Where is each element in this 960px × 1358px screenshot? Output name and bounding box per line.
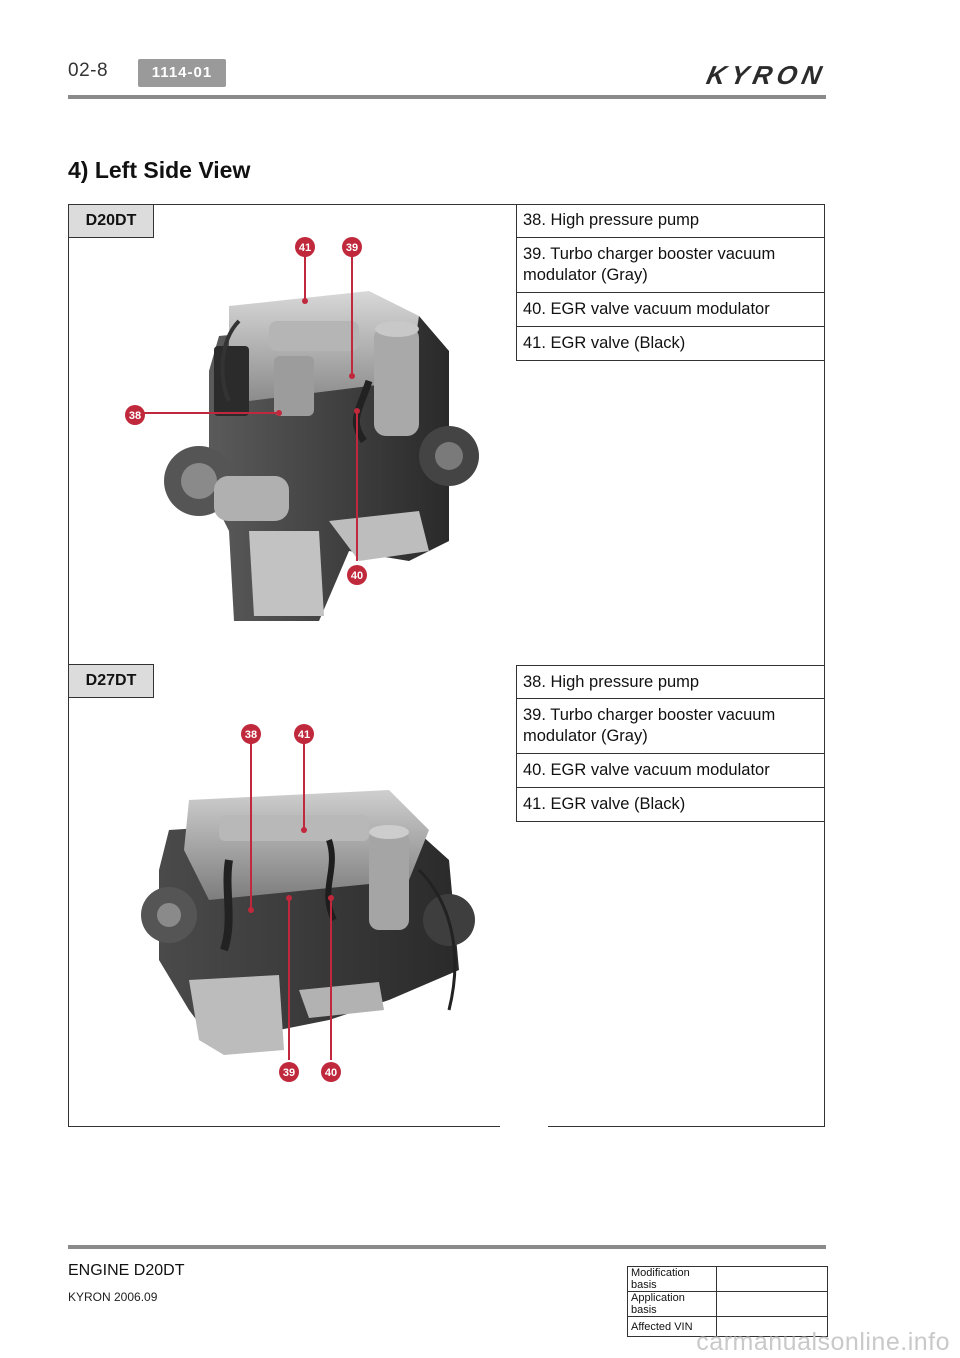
part-item: 41. EGR valve (Black) — [516, 788, 825, 822]
table-value — [716, 1266, 828, 1292]
footer-divider — [68, 1245, 826, 1249]
footer-subtitle: KYRON 2006.09 — [68, 1290, 158, 1304]
engine-label: D27DT — [69, 663, 154, 698]
brand-logo: KYRON — [704, 60, 830, 90]
table-key: Application basis — [627, 1291, 717, 1317]
footer-title: ENGINE D20DT — [68, 1262, 185, 1279]
part-item: 40. EGR valve vacuum modulator — [516, 754, 825, 788]
table-value — [716, 1291, 828, 1317]
callout-40: 40 — [321, 1062, 341, 1082]
part-item: 38. High pressure pump — [516, 204, 825, 238]
part-item: 40. EGR valve vacuum modulator — [516, 293, 825, 327]
svg-text:40: 40 — [351, 570, 363, 582]
part-item: 39. Turbo charger booster vacuum modulat… — [516, 699, 825, 754]
svg-text:41: 41 — [298, 729, 310, 741]
table-row: Affected VIN — [627, 1316, 828, 1337]
parts-list: 38. High pressure pump 39. Turbo charger… — [516, 665, 825, 822]
parts-list: 38. High pressure pump 39. Turbo charger… — [516, 204, 825, 361]
callout-38: 38 — [125, 405, 145, 425]
table-row: Modification basis — [627, 1266, 828, 1292]
svg-text:38: 38 — [245, 729, 257, 741]
page-number: 02-8 — [68, 60, 109, 81]
callout-39: 39 — [342, 237, 362, 257]
engine-label: D20DT — [69, 205, 154, 238]
svg-text:38: 38 — [129, 410, 141, 422]
callout-40: 40 — [347, 565, 367, 585]
modification-table: Modification basis Application basis Aff… — [627, 1266, 828, 1337]
part-item: 39. Turbo charger booster vacuum modulat… — [516, 238, 825, 293]
engine-photo-d20dt: 41 39 38 40 — [125, 237, 479, 621]
svg-text:39: 39 — [346, 242, 358, 254]
table-key: Affected VIN — [627, 1316, 717, 1337]
watermark[interactable]: carmanualsonline.info — [696, 1328, 950, 1356]
svg-text:41: 41 — [299, 242, 311, 254]
engine-panel-d20dt: D20DT 38. High pressure pump 39. Turbo c… — [68, 204, 825, 666]
section-code-badge: 1114-01 — [138, 59, 226, 87]
part-item: 38. High pressure pump — [516, 665, 825, 699]
box-gap — [500, 1124, 548, 1128]
callout-41: 41 — [294, 724, 314, 744]
header-divider — [68, 95, 826, 99]
engine-photo-d27dt: 38 41 39 40 — [141, 724, 475, 1082]
table-key: Modification basis — [627, 1266, 717, 1292]
part-item: 41. EGR valve (Black) — [516, 327, 825, 361]
table-row: Application basis — [627, 1291, 828, 1317]
callout-41: 41 — [295, 237, 315, 257]
table-value — [716, 1316, 828, 1337]
svg-text:39: 39 — [283, 1067, 295, 1079]
svg-text:40: 40 — [325, 1067, 337, 1079]
engine-panel-d27dt: D27DT 38. High pressure pump 39. Turbo c… — [68, 663, 825, 1127]
callout-39: 39 — [279, 1062, 299, 1082]
section-title: 4) Left Side View — [68, 157, 251, 183]
callout-38: 38 — [241, 724, 261, 744]
